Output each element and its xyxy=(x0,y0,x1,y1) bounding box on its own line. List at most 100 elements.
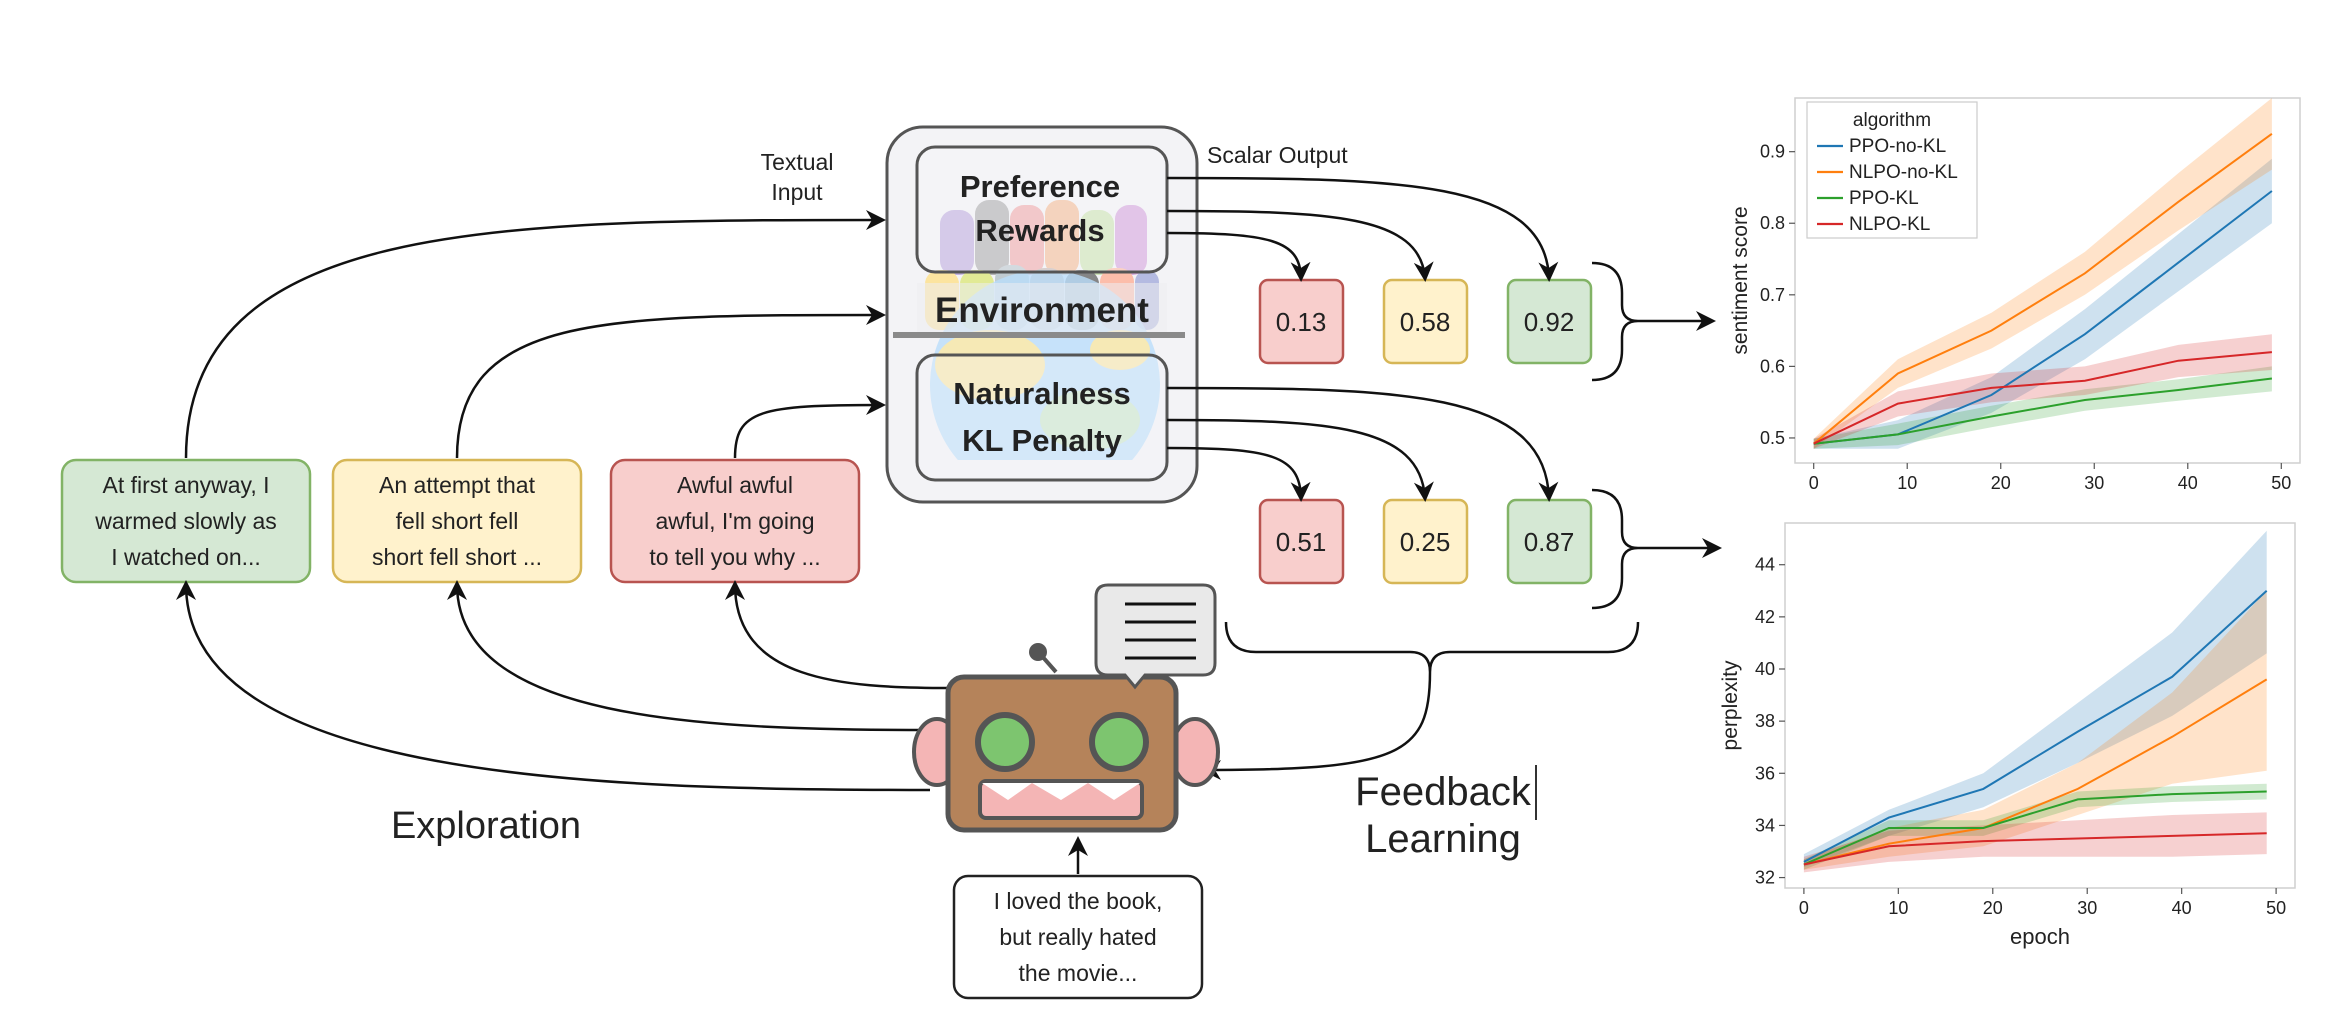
naturalness-kl-box: Naturalness KL Penalty xyxy=(915,353,1169,482)
kl-brace xyxy=(1591,488,1639,610)
reward-score-1-value: 0.13 xyxy=(1276,307,1327,337)
perplexity-xtick-label: 40 xyxy=(2172,898,2192,918)
reward-brace xyxy=(1591,261,1639,382)
sentiment-legend-entry: NLPO-no-KL xyxy=(1849,162,1958,183)
arrow-robot-to-text2 xyxy=(447,580,931,732)
text-box-1-line2: warmed slowly as xyxy=(94,508,277,534)
prompt-box: I loved the book, but really hated the m… xyxy=(952,874,1204,1000)
reward-score-2-value: 0.58 xyxy=(1400,307,1451,337)
arrow-robot-to-text1 xyxy=(176,580,931,792)
perplexity-line-ppo-kl xyxy=(1803,790,2267,866)
sentiment-line-nlpo-kl xyxy=(1813,351,2272,445)
rl4lm-diagram: Preference Rewards Environment Naturalne… xyxy=(60,125,1722,1000)
sentiment-xtick-label: 50 xyxy=(2271,473,2291,493)
sentiment-xtick-label: 0 xyxy=(1809,473,1819,493)
learning-label: Learning xyxy=(1365,817,1521,861)
sentiment-band-nlpo-kl xyxy=(1813,334,2272,449)
text-box-1-line1: At first anyway, I xyxy=(102,472,269,498)
text-box-2-line3: short fell short ... xyxy=(372,544,542,570)
perplexity-line-nlpo-kl xyxy=(1803,832,2267,866)
generated-text-box-1: At first anyway, I warmed slowly as I wa… xyxy=(60,458,312,584)
perplexity-ytick-label: 34 xyxy=(1755,815,1775,835)
environment-band: Environment xyxy=(893,283,1185,338)
perplexity-xlabel: epoch xyxy=(2010,924,2070,949)
sentiment-line-nlpo-no-kl xyxy=(1813,132,2273,445)
generated-text-box-2: An attempt that fell short fell short fe… xyxy=(331,458,583,584)
perplexity-ytick-label: 36 xyxy=(1755,763,1775,783)
speech-bubble-icon xyxy=(1094,583,1217,690)
perplexity-xtick-label: 20 xyxy=(1983,898,2003,918)
naturalness-label: Naturalness xyxy=(953,376,1130,411)
perplexity-line-ppo-no-kl xyxy=(1803,590,2268,863)
sentiment-line-ppo-kl xyxy=(1813,377,2273,445)
rewards-label: Rewards xyxy=(975,213,1104,248)
perplexity-xtick-label: 10 xyxy=(1888,898,1908,918)
arrow-text3-to-env xyxy=(733,395,886,459)
feedback-label: Feedback xyxy=(1355,770,1532,814)
kl-score-3-value: 0.87 xyxy=(1524,527,1575,557)
sentiment-band-nlpo-no-kl xyxy=(1813,98,2272,449)
textual-input-label-line1: Textual xyxy=(761,149,834,175)
arrow-feedback-to-robot xyxy=(1201,671,1432,780)
perplexity-ytick-label: 40 xyxy=(1755,659,1775,679)
arrow-robot-to-text3 xyxy=(725,580,951,690)
arrow-kl-to-score3 xyxy=(1166,386,1559,502)
arrow-kl-to-score1 xyxy=(1166,446,1311,502)
perplexity-ylabel: perplexity xyxy=(1720,660,1742,750)
perplexity-xtick-label: 50 xyxy=(2266,898,2286,918)
perplexity-band-nlpo-no-kl xyxy=(1803,590,2267,870)
exploration-label: Exploration xyxy=(391,805,581,847)
kl-score-1-value: 0.51 xyxy=(1276,527,1327,557)
text-box-3-line2: awful, I'm going xyxy=(655,508,814,534)
environment-panel: Preference Rewards Environment Naturalne… xyxy=(885,125,1199,504)
sentiment-ylabel: sentiment score xyxy=(1729,206,1752,354)
generated-text-box-3: Awful awful awful, I'm going to tell you… xyxy=(609,458,861,584)
environment-label: Environment xyxy=(935,291,1149,330)
sentiment-legend-entry: PPO-KL xyxy=(1849,188,1919,209)
sentiment-ytick-label: 0.9 xyxy=(1760,142,1785,162)
sentiment-legend-entry: PPO-no-KL xyxy=(1849,136,1946,157)
reward-score-2: 0.58 xyxy=(1382,278,1469,365)
text-box-1-line3: I watched on... xyxy=(111,544,261,570)
perplexity-xtick-label: 0 xyxy=(1799,898,1809,918)
sentiment-xtick-label: 40 xyxy=(2178,473,2198,493)
reward-score-3-value: 0.92 xyxy=(1524,307,1575,337)
arrow-reward-to-score3 xyxy=(1166,176,1559,282)
prompt-line3: the movie... xyxy=(1019,960,1138,986)
prompt-line1: I loved the book, xyxy=(994,888,1163,914)
perplexity-ytick-label: 44 xyxy=(1755,555,1775,575)
sentiment-legend-title: algorithm xyxy=(1853,110,1931,131)
text-box-2-line2: fell short fell xyxy=(396,508,519,534)
sentiment-xtick-label: 20 xyxy=(1991,473,2011,493)
perplexity-band-ppo-no-kl xyxy=(1803,530,2267,868)
kl-penalty-label: KL Penalty xyxy=(962,423,1122,458)
perplexity-ytick-label: 42 xyxy=(1755,607,1775,627)
perplexity-line-nlpo-no-kl xyxy=(1803,678,2268,866)
feedback-brace xyxy=(1224,621,1640,673)
kl-score-1: 0.51 xyxy=(1258,498,1345,585)
text-box-3-line3: to tell you why ... xyxy=(649,544,820,570)
sentiment-legend-frame xyxy=(1806,101,1978,239)
arrow-text1-to-env xyxy=(184,210,886,459)
perplexity-band-nlpo-kl xyxy=(1803,812,2267,873)
sentiment-ytick-label: 0.7 xyxy=(1760,285,1785,305)
sentiment-ytick-label: 0.6 xyxy=(1760,356,1785,376)
text-box-2-line1: An attempt that xyxy=(379,472,536,498)
sentiment-xtick-label: 10 xyxy=(1897,473,1917,493)
perplexity-xtick-label: 30 xyxy=(2077,898,2097,918)
robot-agent-illustration xyxy=(912,643,1220,833)
flow-arrows xyxy=(176,176,1722,874)
sentiment-ytick-label: 0.5 xyxy=(1760,428,1785,448)
prompt-line2: but really hated xyxy=(999,924,1156,950)
arrow-kl-to-score2 xyxy=(1166,418,1434,502)
text-box-3-line1: Awful awful xyxy=(677,472,793,498)
sentiment-legend-entry: NLPO-KL xyxy=(1849,214,1930,235)
reward-score-3: 0.92 xyxy=(1506,278,1593,365)
kl-score-2: 0.25 xyxy=(1382,498,1469,585)
perplexity-ytick-label: 32 xyxy=(1755,868,1775,888)
preference-rewards-box: Preference Rewards xyxy=(915,145,1169,274)
